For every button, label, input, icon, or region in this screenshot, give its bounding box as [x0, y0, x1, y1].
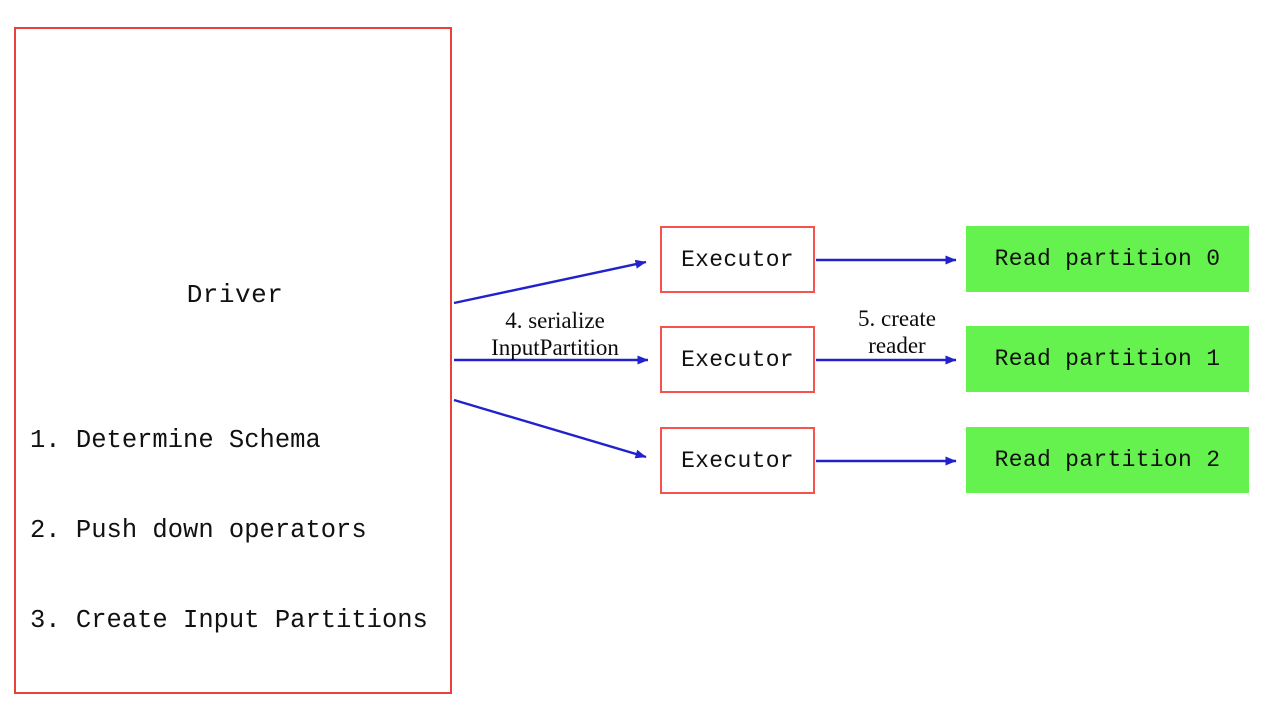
edge-label-create-reader-line2: reader	[868, 333, 926, 358]
driver-steps-list: 1. Determine Schema 2. Push down operato…	[30, 366, 454, 696]
read-partition-label-0: Read partition 0	[994, 246, 1221, 272]
arrow-driver-to-executor-2	[453, 398, 647, 459]
executor-label-0: Executor	[681, 246, 794, 273]
edge-label-serialize-line1: 4. serialize	[505, 308, 605, 333]
edge-label-create-reader: 5. create reader	[822, 305, 972, 359]
read-partition-box-1: Read partition 1	[966, 326, 1249, 392]
executor-box-2: Executor	[660, 427, 815, 494]
arrow-driver-to-executor-0	[453, 259, 647, 305]
executor-box-0: Executor	[660, 226, 815, 293]
edge-label-create-reader-line1: 5. create	[858, 306, 936, 331]
read-partition-box-2: Read partition 2	[966, 427, 1249, 493]
edge-label-serialize-line2: InputPartition	[491, 335, 619, 360]
driver-step-2: 2. Push down operators	[30, 516, 367, 545]
read-partition-label-2: Read partition 2	[994, 447, 1221, 473]
driver-step-3: 3. Create Input Partitions	[30, 606, 428, 635]
driver-step-1: 1. Determine Schema	[30, 426, 321, 455]
edge-label-serialize: 4. serialize InputPartition	[455, 307, 655, 361]
driver-title: Driver	[186, 280, 284, 310]
executor-label-2: Executor	[681, 447, 794, 474]
executor-box-1: Executor	[660, 326, 815, 393]
read-partition-label-1: Read partition 1	[994, 346, 1221, 372]
executor-label-1: Executor	[681, 346, 794, 373]
driver-box: Driver 1. Determine Schema 2. Push down …	[14, 27, 452, 694]
read-partition-box-0: Read partition 0	[966, 226, 1249, 292]
